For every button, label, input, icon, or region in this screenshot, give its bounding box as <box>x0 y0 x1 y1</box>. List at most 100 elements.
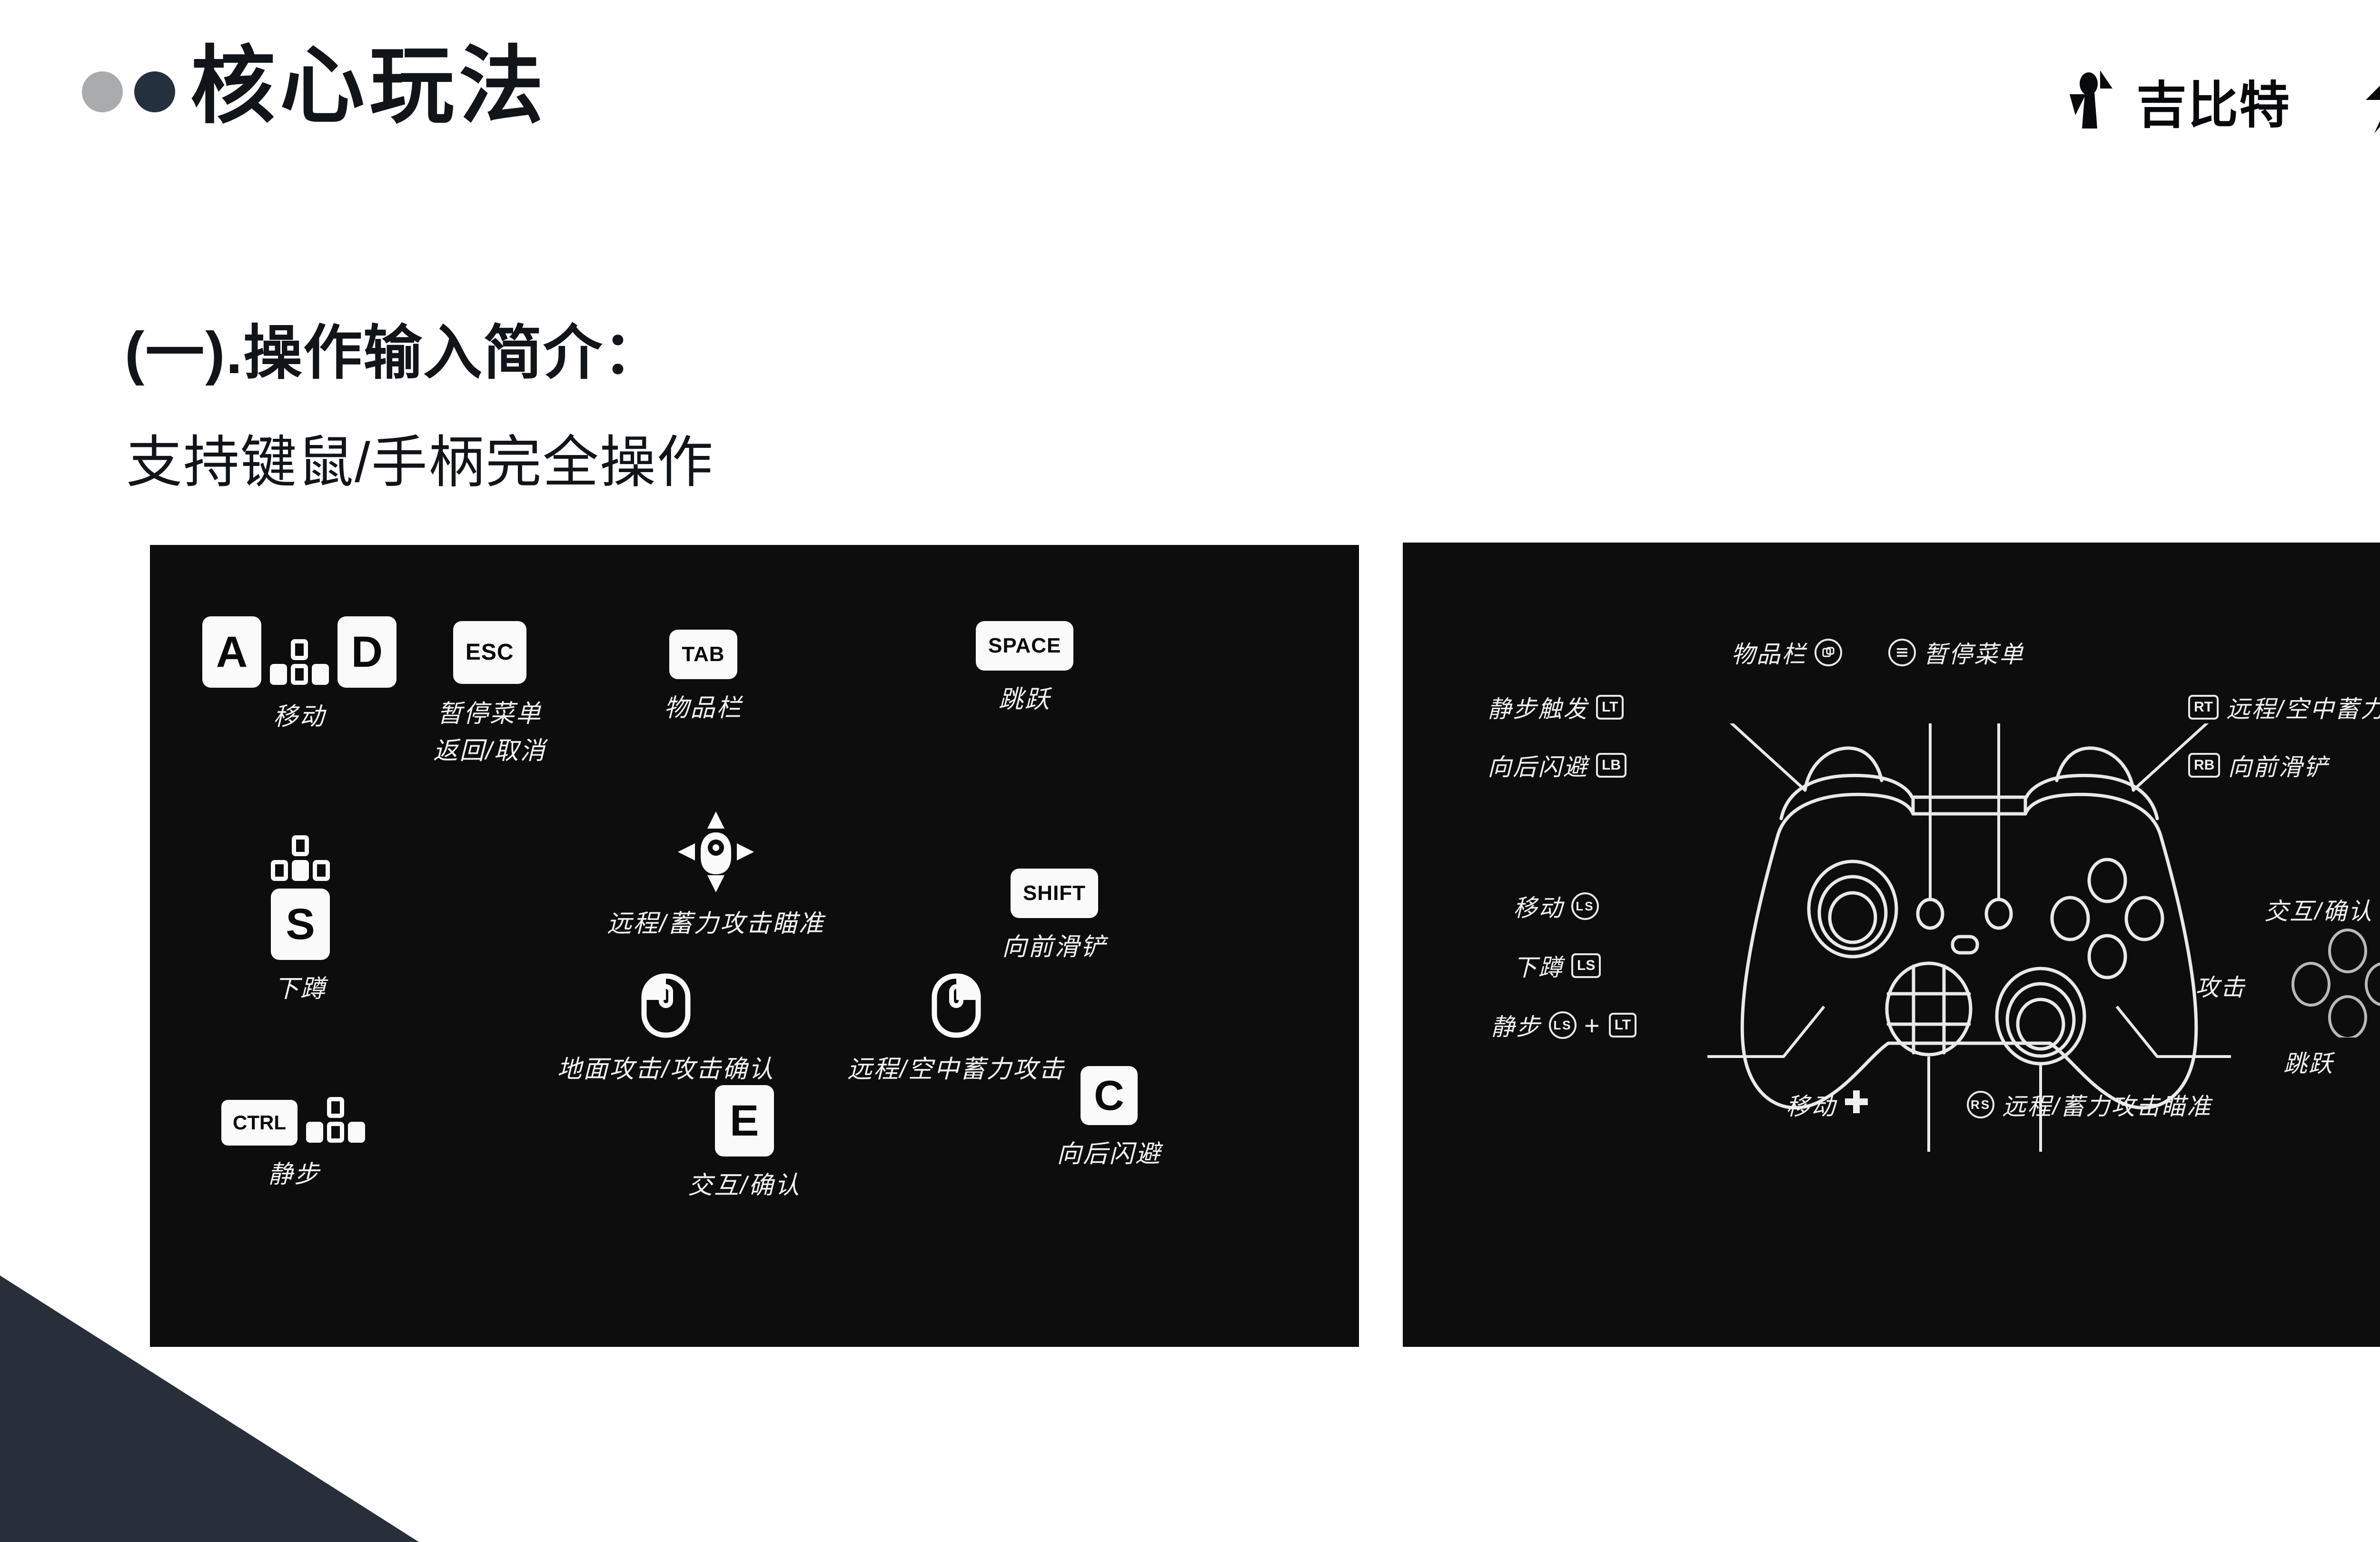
gp-label-dodge-back: 向后闪避 LB <box>1488 748 1626 782</box>
gp-label-ranged-air-charge-text: 远程/空中蓄力攻击 <box>2226 696 2380 722</box>
lightning-bolt-icon <box>2362 67 2380 136</box>
gp-label-inventory-text: 物品栏 <box>1731 641 1807 668</box>
rs-stick-icon: RS <box>1967 1091 1994 1118</box>
gp-label-dodge-back-text: 向后闪避 <box>1488 754 1588 781</box>
lt-button-icon-2: LT <box>1608 1013 1637 1038</box>
wasd-cluster-icon <box>270 639 329 685</box>
kb-caption-interact: 交互/确认 <box>688 1172 801 1199</box>
section-heading: (一).操作输入简介： <box>125 320 664 386</box>
gp-label-attack: 攻击 <box>2195 969 2246 1003</box>
gp-label-move-stick: 移动 LS <box>1513 889 1599 923</box>
kb-caption-ground-attack: 地面攻击/攻击确认 <box>557 1056 775 1083</box>
kb-item-jump: SPACE 跳跃 <box>976 621 1074 718</box>
keyboard-mapping-panel: A D 移动 ESC 暂停菜单 返回/取消 TAB 物品栏 SPACE <box>150 545 1359 1347</box>
kb-caption-stealth-walk: 静步 <box>268 1161 320 1188</box>
gp-label-inventory: 物品栏 <box>1731 635 1842 670</box>
kb-item-interact: E 交互/确认 <box>688 1085 801 1204</box>
gp-label-stealth-trigger-text: 静步触发 <box>1488 696 1588 722</box>
kb-caption-pause-menu: 暂停菜单 返回/取消 <box>433 695 546 770</box>
menu-button-icon <box>1888 639 1916 666</box>
rb-button-icon: RB <box>2188 753 2221 778</box>
logo-gbits-text: 吉比特 <box>2136 78 2291 134</box>
kb-item-pause-menu: ESC 暂停菜单 返回/取消 <box>433 621 546 770</box>
gp-label-interact-confirm: 交互/确认 <box>2264 892 2373 927</box>
key-shift[interactable]: SHIFT <box>1010 869 1099 918</box>
gamepad-mapping-panel: 物品栏 暂停菜单 静步触发 LT 向后闪避 LB RT 远程/空中蓄力攻击 RB <box>1403 543 2380 1347</box>
logo-group: 吉比特 雷霆游戏 <box>2067 64 2380 138</box>
kb-item-dodge-back: C 向后闪避 <box>1057 1066 1161 1172</box>
gp-label-move-dpad-text: 移动 <box>1786 1093 1836 1120</box>
page-title: 核心玩法 <box>190 39 548 133</box>
gp-label-interact-confirm-text: 交互/确认 <box>2264 898 2373 925</box>
gp-label-jump-text: 跳跃 <box>2283 1050 2334 1077</box>
kb-item-stealth-walk: CTRL 静步 <box>221 1097 367 1193</box>
key-esc[interactable]: ESC <box>453 621 526 684</box>
gp-label-move-stick-text: 移动 <box>1513 895 1564 921</box>
kb-caption-jump: 跳跃 <box>998 686 1051 713</box>
kb-caption-inventory: 物品栏 <box>664 694 743 722</box>
kb-item-air-charge: 远程/空中蓄力攻击 <box>847 973 1065 1087</box>
gp-label-stealth-trigger: 静步触发 LT <box>1488 690 1624 724</box>
rt-button-icon: RT <box>2188 695 2219 720</box>
dot-navy-icon <box>134 71 175 112</box>
kb-item-slide-forward: SHIFT 向前滑铲 <box>1002 869 1107 965</box>
kb-caption-air-charge: 远程/空中蓄力攻击 <box>847 1056 1065 1083</box>
key-c[interactable]: C <box>1081 1066 1138 1125</box>
lb-button-icon: LB <box>1596 753 1626 778</box>
kb-item-ranged-aim: 远程/蓄力攻击瞄准 <box>607 811 824 942</box>
kb-caption-ranged-aim: 远程/蓄力攻击瞄准 <box>607 910 825 938</box>
ls-press-icon: LS <box>1571 953 1601 978</box>
gp-label-slide-forward-text: 向前滑铲 <box>2228 754 2329 781</box>
kb-item-crouch: S 下蹲 <box>269 835 332 1007</box>
key-a[interactable]: A <box>202 616 261 688</box>
gp-label-move-dpad: 移动 <box>1786 1087 1869 1122</box>
face-buttons-callout-icon <box>2291 929 2380 1038</box>
mouse-right-button-icon <box>932 973 981 1040</box>
dpad-icon <box>1844 1089 1869 1120</box>
key-tab[interactable]: TAB <box>669 630 737 679</box>
gp-label-ranged-aim: RS 远程/蓄力攻击瞄准 <box>1967 1087 2212 1122</box>
gp-label-crouch-stick-text: 下蹲 <box>1513 954 1564 981</box>
slide-header: 核心玩法 吉比特 雷霆游 <box>0 0 2380 205</box>
kb-caption-pause-menu-line1: 暂停菜单 <box>437 700 542 728</box>
kb-caption-move: 移动 <box>273 703 326 731</box>
kb-item-ground-attack: 地面攻击/攻击确认 <box>557 973 774 1087</box>
mouse-move-icon <box>677 811 754 895</box>
kb-caption-crouch: 下蹲 <box>274 975 327 1003</box>
ls-stick-icon: LS <box>1571 892 1599 920</box>
key-ctrl[interactable]: CTRL <box>221 1100 298 1146</box>
gp-label-ranged-aim-text: 远程/蓄力攻击瞄准 <box>2002 1093 2212 1120</box>
mouse-left-button-icon <box>641 973 691 1040</box>
gp-label-stealth-walk: 静步 LS + LT <box>1491 1008 1637 1042</box>
key-d[interactable]: D <box>337 616 397 688</box>
gp-label-ranged-air-charge: RT 远程/空中蓄力攻击 <box>2188 690 2380 724</box>
view-button-icon <box>1815 639 1842 666</box>
kb-item-move: A D 移动 <box>202 616 397 735</box>
kb-caption-dodge-back: 向后闪避 <box>1057 1140 1162 1168</box>
logo-leiting: 雷霆游戏 <box>2362 64 2380 138</box>
key-e[interactable]: E <box>714 1085 774 1156</box>
gp-label-slide-forward: RB 向前滑铲 <box>2188 748 2329 782</box>
wasd-cluster-icon-crouch <box>271 835 330 881</box>
logo-gbits: 吉比特 <box>2067 64 2291 138</box>
gbits-figure-icon <box>2067 69 2124 133</box>
kb-item-inventory: TAB 物品栏 <box>664 630 743 726</box>
kb-caption-slide-forward: 向前滑铲 <box>1002 933 1107 961</box>
ls-stick-icon-2: LS <box>1549 1011 1577 1039</box>
gamepad-outline-icon <box>1707 723 2231 1152</box>
gp-label-crouch-stick: 下蹲 LS <box>1513 949 1601 983</box>
kb-keys-stealth-walk: CTRL <box>221 1097 367 1146</box>
kb-caption-pause-menu-line2: 返回/取消 <box>433 737 546 765</box>
section-subheading: 支持键鼠/手柄完全操作 <box>126 431 714 494</box>
lt-button-icon: LT <box>1596 695 1624 720</box>
dot-gray-icon <box>82 71 123 112</box>
key-space[interactable]: SPACE <box>976 621 1074 671</box>
plus-sign-icon: + <box>1584 1010 1601 1040</box>
key-s[interactable]: S <box>271 889 330 960</box>
gp-label-pause-menu-text: 暂停菜单 <box>1924 641 2024 668</box>
gp-label-pause-menu: 暂停菜单 <box>1888 635 2024 670</box>
kb-keys-move: A D <box>202 616 397 688</box>
gp-label-stealth-walk-text: 静步 <box>1491 1014 1541 1040</box>
gp-label-attack-text: 攻击 <box>2195 974 2246 1001</box>
